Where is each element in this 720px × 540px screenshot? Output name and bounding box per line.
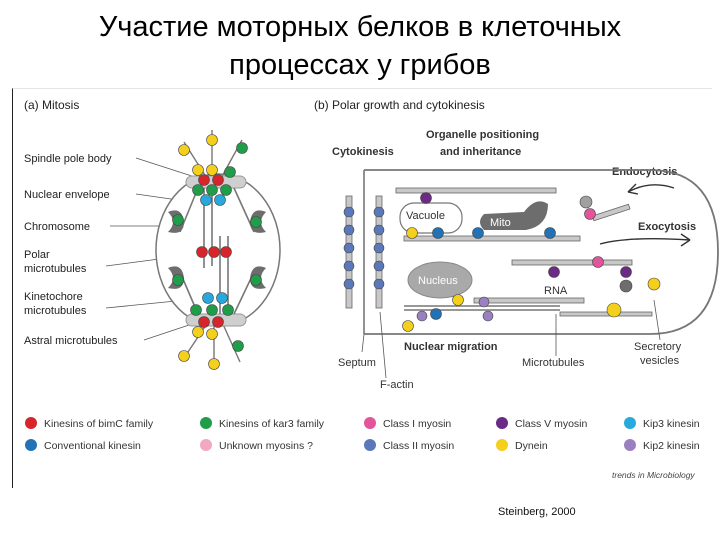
legend-swatch-9 [624,439,636,451]
legend-label-3: Class V myosin [515,418,588,430]
actin-bars [345,187,653,317]
journal-mark: trends in Microbiology [612,470,695,480]
label-vacuole: Vacuole [406,210,445,222]
label-cytokinesis: Cytokinesis [332,146,394,158]
legend-label-0: Kinesins of bimC family [44,418,154,430]
legend-swatch-6 [200,439,212,451]
legend: Kinesins of bimC family Kinesins of kar3… [25,417,700,452]
label-secretory-2: vesicles [640,355,680,367]
panel-b: (b) Polar growth and cytokinesis Cytokin… [314,98,719,391]
panel-a-heading: (a) Mitosis [24,98,79,112]
legend-label-7: Class II myosin [383,440,454,452]
label-exocytosis: Exocytosis [638,221,696,233]
label-microtubules: Microtubules [522,357,585,369]
legend-swatch-5 [25,439,37,451]
label-mito: Mito [490,217,511,229]
figure-frame [12,88,712,488]
label-f-actin: F-actin [380,379,414,391]
panel-a: (a) Mitosis Spindle pole body Nuclear en… [24,98,281,370]
legend-label-9: Kip2 kinesin [643,440,700,452]
nucleus-shape [407,261,473,299]
legend-label-1: Kinesins of kar3 family [219,418,325,430]
legend-swatch-2 [364,417,376,429]
image-credit: Steinberg, 2000 [498,506,576,518]
label-kinetochore-mt-2: microtubules [24,305,87,317]
septum-motors [343,206,385,290]
transport-arrows [599,183,691,247]
legend-label-6: Unknown myosins ? [219,440,313,452]
label-nuclear-envelope: Nuclear envelope [24,189,110,201]
label-spindle-pole-body: Spindle pole body [24,153,112,165]
label-organelle-1: Organelle positioning [426,129,539,141]
legend-label-5: Conventional kinesin [44,440,141,452]
vacuole-shape [399,202,463,234]
label-polar-mt-2: microtubules [24,263,87,275]
label-polar-mt-1: Polar [24,249,50,261]
label-nucleus: Nucleus [418,275,458,287]
label-septum: Septum [338,357,376,369]
legend-swatch-8 [496,439,508,451]
slide-title: Участие моторных белков в клеточных проц… [0,8,720,84]
legend-swatch-4 [624,417,636,429]
label-kinetochore-mt-1: Kinetochore [24,291,83,303]
legend-swatch-0 [25,417,37,429]
panel-b-heading: (b) Polar growth and cytokinesis [314,98,485,112]
panel-a-motors [172,134,262,370]
slide-title-line-1: Участие моторных белков в клеточных [98,11,622,43]
panel-b-leader-lines [361,299,661,379]
slide-title-line-2: процессах у грибов [229,49,491,81]
legend-swatch-1 [200,417,212,429]
legend-label-4: Kip3 kinesin [643,418,700,430]
label-secretory-1: Secretory [634,341,682,353]
legend-swatch-7 [364,439,376,451]
label-endocytosis: Endocytosis [612,166,677,178]
legend-label-8: Dynein [515,440,548,452]
legend-swatch-3 [496,417,508,429]
label-rna: RNA [544,285,568,297]
label-astral-mt: Astral microtubules [24,335,118,347]
mito-shape [480,201,548,230]
label-organelle-2: and inheritance [440,146,521,158]
label-chromosome: Chromosome [24,221,90,233]
hypha-outline [364,169,719,335]
label-nuclear-migration: Nuclear migration [404,341,498,353]
panel-b-motors [402,192,661,332]
legend-label-2: Class I myosin [383,418,451,430]
